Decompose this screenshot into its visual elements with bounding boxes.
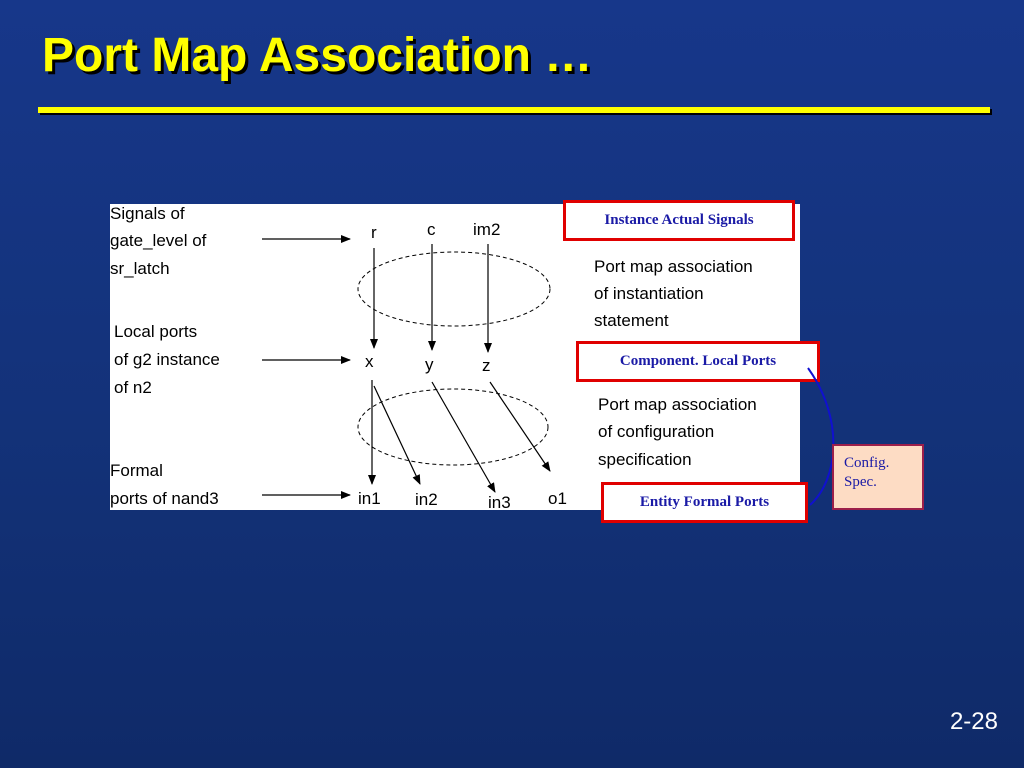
assoc-configuration-line2: of configuration <box>598 422 714 441</box>
signal-im2: im2 <box>473 220 500 239</box>
formal-port-o1: o1 <box>548 489 567 508</box>
assoc-instantiation-line1: Port map association <box>594 257 753 276</box>
formal-port-in1: in1 <box>358 489 381 508</box>
label-local-ports-line1: Local ports <box>114 322 197 341</box>
instantiation-association-ellipse <box>357 251 551 327</box>
config-spec-box: Config. Spec. <box>832 444 924 510</box>
component-local-ports-callout: Component. Local Ports <box>576 341 820 382</box>
local-port-y: y <box>425 355 434 374</box>
assoc-instantiation-line3: statement <box>594 311 669 330</box>
local-port-x: x <box>365 352 374 371</box>
label-signals-line1: Signals of <box>110 204 185 223</box>
label-local-ports-line2: of g2 instance <box>114 350 220 369</box>
config-spec-line1: Config. <box>844 455 890 471</box>
label-formal-ports-line2: ports of nand3 <box>110 489 219 508</box>
signal-r: r <box>371 223 377 242</box>
brace-curve <box>807 367 835 506</box>
slide-title: Port Map Association … <box>42 29 593 82</box>
formal-port-in3: in3 <box>488 493 511 510</box>
diagram-canvas: Signals of gate_level of sr_latch Local … <box>110 204 757 510</box>
page-number: 2-28 <box>949 708 998 735</box>
entity-formal-ports-callout: Entity Formal Ports <box>601 482 808 523</box>
signal-c: c <box>427 220 436 239</box>
assoc-configuration-line1: Port map association <box>598 395 757 414</box>
config-spec-line2: Spec. <box>844 474 877 490</box>
configuration-association-ellipse <box>357 388 549 466</box>
arrow-x-to-in2 <box>373 385 421 485</box>
assoc-configuration-line3: specification <box>598 450 692 469</box>
arrow-z-to-o1 <box>489 381 551 472</box>
local-port-z: z <box>482 356 491 375</box>
label-signals-line2: gate_level of <box>110 231 207 250</box>
title-underline <box>38 107 990 113</box>
label-local-ports-line3: of n2 <box>114 378 152 397</box>
instance-actual-signals-callout: Instance Actual Signals <box>563 200 795 241</box>
label-formal-ports-line1: Formal <box>110 461 163 480</box>
label-signals-line3: sr_latch <box>110 259 170 278</box>
assoc-instantiation-line2: of instantiation <box>594 284 704 303</box>
formal-port-in2: in2 <box>415 490 438 509</box>
arrow-y-to-in3 <box>431 381 496 493</box>
